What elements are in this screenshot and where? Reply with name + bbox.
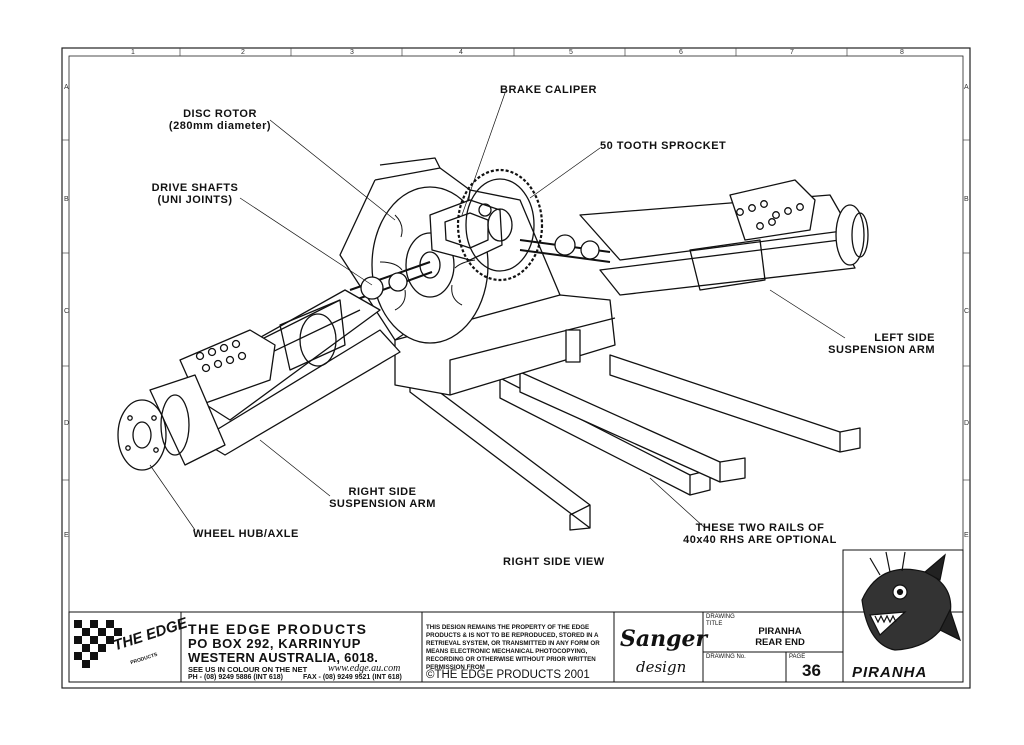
grid-row-label: A (64, 84, 69, 91)
sprocket (456, 168, 544, 282)
copyright-line: ©THE EDGE PRODUCTS 2001 (426, 669, 590, 681)
rails (409, 354, 861, 531)
label-rails-line1: THESE TWO RAILS OF (695, 522, 825, 534)
grid-col-label: 3 (350, 49, 354, 56)
left-suspension-arm (579, 179, 869, 296)
right-suspension-arm (174, 289, 401, 456)
label-left-arm-line2: SUSPENSION ARM (828, 344, 935, 356)
grid-row-label: E (964, 532, 969, 539)
designer-sub: design (636, 658, 687, 676)
fax-number: FAX - (08) 9249 9521 (INT 618) (303, 674, 402, 681)
view-title: RIGHT SIDE VIEW (503, 556, 605, 568)
designer-logo: Sanger (620, 626, 708, 652)
grid-col-label: 8 (900, 49, 904, 56)
label-disc-rotor-size: (280mm diameter) (168, 120, 272, 132)
phone-number: PH - (08) 9249 5886 (INT 618) (188, 674, 283, 681)
drawing-title-caption-line1: DRAWING (706, 614, 735, 620)
drive-shafts (349, 234, 611, 301)
page-number: 36 (802, 661, 821, 680)
label-sprocket: 50 TOOTH SPROCKET (600, 140, 727, 152)
edge-products-logo (74, 620, 122, 668)
grid-row-label: B (64, 196, 69, 203)
drawing-title-caption-line2: TITLE (706, 621, 723, 627)
piranha-fish-illustration (861, 551, 962, 651)
label-drive-shafts: DRIVE SHAFTS (UNI JOINTS) (140, 182, 250, 206)
drawing-title-line1: PIRANHA (758, 626, 802, 637)
label-drive-shafts-title: DRIVE SHAFTS (151, 182, 239, 194)
drawing-title: PIRANHA REAR END (740, 626, 820, 648)
grid-ticks (62, 48, 970, 481)
piranha-brand: PIRANHA (852, 664, 928, 681)
label-right-arm-line2: SUSPENSION ARM (329, 498, 436, 510)
label-wheel-hub: WHEEL HUB/AXLE (193, 528, 299, 540)
label-left-arm-line1: LEFT SIDE (874, 332, 935, 344)
grid-col-label: 5 (569, 49, 573, 56)
label-rails-line2: 40x40 RHS ARE OPTIONAL (683, 534, 837, 546)
grid-col-label: 7 (790, 49, 794, 56)
copyright-notice: This design remains the property of the … (426, 624, 600, 671)
label-drive-shafts-note: (UNI JOINTS) (157, 194, 233, 206)
label-optional-rails: THESE TWO RAILS OF 40x40 RHS ARE OPTIONA… (655, 522, 865, 546)
page-caption: PAGE (789, 654, 806, 660)
label-right-arm-line1: RIGHT SIDE (348, 486, 417, 498)
web-prefix: SEE US IN COLOUR ON THE NET (188, 665, 308, 674)
label-left-suspension-arm: LEFT SIDE SUSPENSION ARM (790, 332, 935, 356)
drawing-number-caption: DRAWING No. (706, 654, 746, 660)
web-url-link[interactable]: www.edge.au.com (328, 663, 401, 674)
rear-end-assembly (117, 157, 869, 531)
company-address-line1: PO BOX 292, KARRINYUP (188, 636, 361, 651)
grid-row-label: D (964, 420, 970, 427)
grid-row-label: D (64, 420, 70, 427)
grid-col-label: 6 (679, 49, 683, 56)
leader-lines (149, 92, 846, 531)
label-brake-caliper: BRAKE CALIPER (500, 84, 597, 96)
grid-col-label: 4 (459, 49, 463, 56)
grid-row-label: C (964, 308, 970, 315)
drawing-title-caption: DRAWING TITLE (706, 614, 735, 628)
grid-row-label: A (964, 84, 969, 91)
company-name: THE EDGE PRODUCTS (188, 621, 368, 637)
wheel-hub (117, 374, 226, 471)
title-block-frame (68, 549, 964, 683)
grid-row-label: B (964, 196, 969, 203)
grid-row-label: C (64, 308, 70, 315)
label-disc-rotor-title: DISC ROTOR (183, 108, 257, 120)
grid-col-label: 1 (131, 49, 135, 56)
label-disc-rotor: DISC ROTOR (280mm diameter) (160, 108, 280, 132)
label-right-suspension-arm: RIGHT SIDE SUSPENSION ARM (320, 486, 445, 510)
company-address-line2: WESTERN AUSTRALIA, 6018. (188, 650, 379, 665)
grid-col-label: 2 (241, 49, 245, 56)
drawing-title-line2: REAR END (755, 637, 805, 648)
grid-row-label: E (64, 532, 69, 539)
